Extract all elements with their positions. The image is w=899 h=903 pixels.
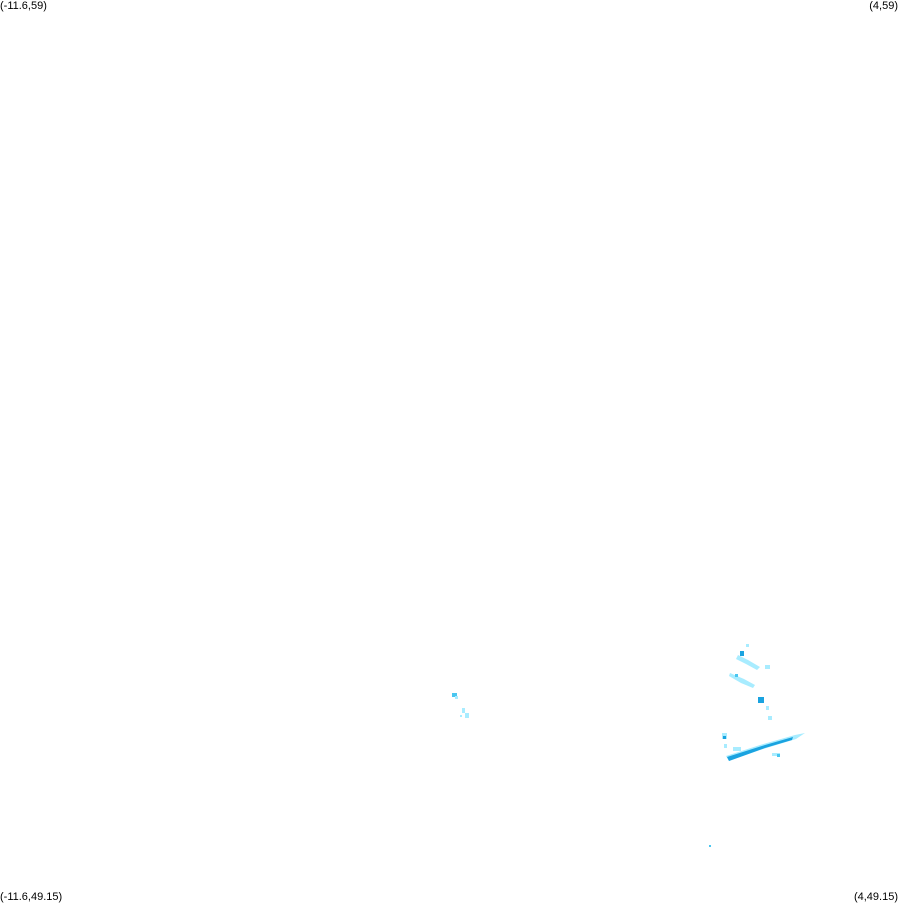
data-patch [772,753,780,756]
cluster-west [452,693,469,718]
data-patch [735,674,738,677]
data-patch [465,713,469,718]
data-patch [758,697,764,703]
data-patch [724,744,727,748]
data-patch [460,715,462,717]
corner-label-bottom-left: (-11.6,49.15) [0,891,63,903]
data-patch [765,665,770,669]
corner-label-top-left: (-11.6,59) [0,0,47,12]
data-patch [777,754,780,757]
cluster-east [722,644,805,761]
data-patch [736,655,760,670]
data-patch [727,737,793,761]
data-patch [768,716,772,720]
data-patch [729,673,755,688]
data-patch [723,736,726,739]
corner-label-top-right: (4,59) [869,0,898,12]
data-patch [452,693,457,697]
data-patch [455,696,458,699]
data-patch [733,747,741,751]
data-patch [709,845,711,847]
data-patch [462,708,465,713]
data-patch [740,651,744,656]
data-patch [766,706,769,710]
corner-label-bottom-right: (4,49.15) [853,891,898,903]
data-patch [746,644,749,647]
